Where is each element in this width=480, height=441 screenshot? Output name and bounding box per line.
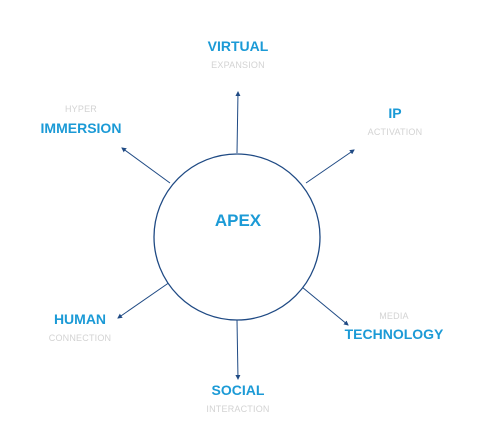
node-virtual: VIRTUAL EXPANSION xyxy=(208,38,269,70)
node-human-subtitle: CONNECTION xyxy=(49,333,112,343)
node-social-subtitle: INTERACTION xyxy=(206,404,269,414)
node-immersion-title: IMMERSION xyxy=(41,120,122,136)
node-immersion-subtitle: HYPER xyxy=(65,104,97,114)
connectors xyxy=(117,91,355,380)
arrow-ip xyxy=(305,149,355,184)
node-ip: IP ACTIVATION xyxy=(368,105,423,137)
arrow-virtual xyxy=(235,91,241,154)
node-social-title: SOCIAL xyxy=(212,382,265,398)
node-ip-subtitle: ACTIVATION xyxy=(368,127,423,137)
arrow-technology xyxy=(301,286,349,326)
node-virtual-title: VIRTUAL xyxy=(208,38,269,54)
center-label: APEX xyxy=(215,211,262,230)
node-immersion: HYPER IMMERSION xyxy=(41,104,122,136)
node-technology-title: TECHNOLOGY xyxy=(345,326,444,342)
arrow-human xyxy=(117,281,171,319)
node-human-title: HUMAN xyxy=(54,311,106,327)
arrow-immersion xyxy=(121,147,171,184)
node-human: HUMAN CONNECTION xyxy=(49,311,112,343)
node-ip-title: IP xyxy=(388,105,401,121)
node-technology-subtitle: MEDIA xyxy=(379,311,409,321)
node-virtual-subtitle: EXPANSION xyxy=(211,60,265,70)
node-social: SOCIAL INTERACTION xyxy=(206,382,269,414)
arrow-social xyxy=(235,319,241,380)
node-technology: MEDIA TECHNOLOGY xyxy=(345,311,444,342)
center-circle xyxy=(153,153,321,321)
